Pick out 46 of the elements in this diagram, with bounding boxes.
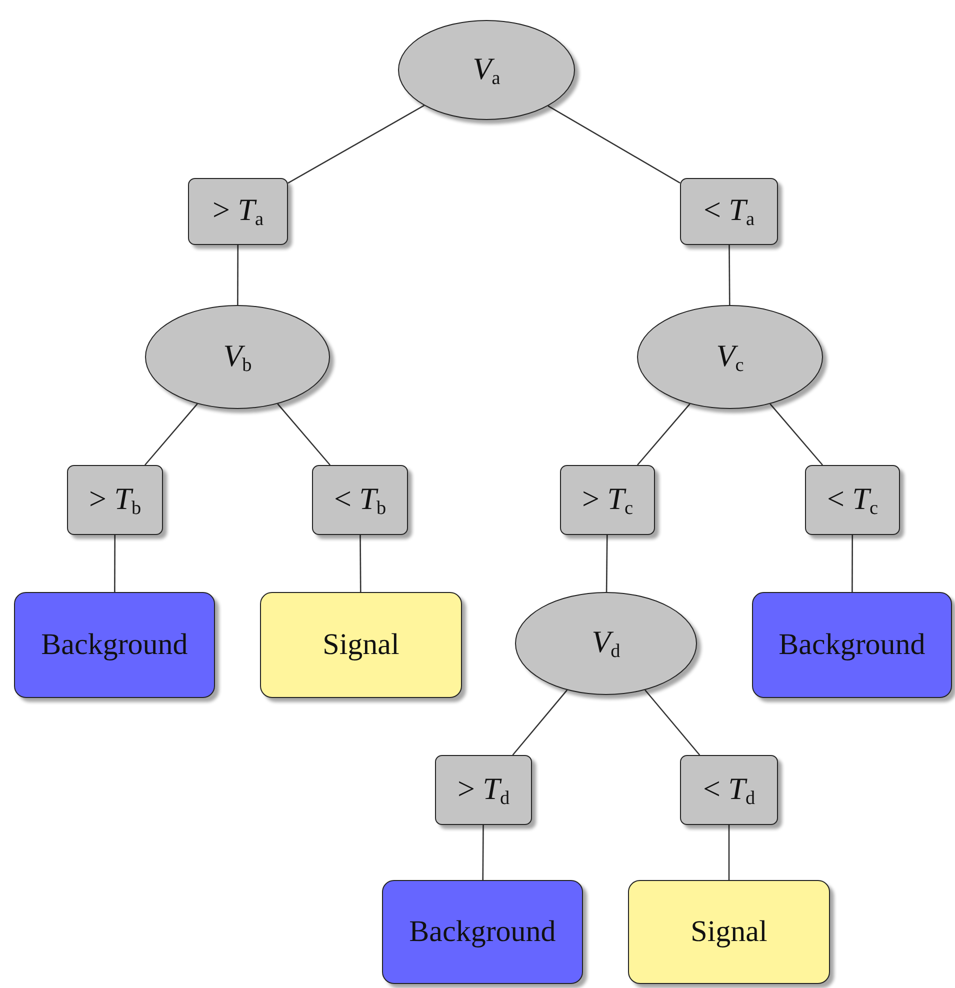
node-label: V$_{b}$ xyxy=(223,338,252,376)
node-label: Signal xyxy=(690,915,768,949)
node-label: < T$_{d}$ xyxy=(702,770,756,810)
node-label: V$_{c}$ xyxy=(716,338,744,376)
threshold-box xyxy=(560,465,655,535)
node-label: > T$_{a}$ xyxy=(212,192,264,231)
node-label: > T$_{d}$ xyxy=(457,770,510,810)
connector-line xyxy=(277,403,330,466)
node-label: > T$_{b}$ xyxy=(88,480,142,520)
threshold-box xyxy=(680,178,778,245)
connector-line xyxy=(637,403,690,466)
node-label: < T$_{a}$ xyxy=(703,192,754,231)
node-label: Background xyxy=(41,628,188,662)
connector-line xyxy=(114,535,116,592)
connector-line xyxy=(728,245,730,305)
connector-line xyxy=(482,825,484,880)
connector-line xyxy=(512,690,568,756)
threshold-box xyxy=(805,465,900,535)
connector-line xyxy=(644,690,700,756)
node-label: > T$_{c}$ xyxy=(582,480,633,520)
node-label: V$_{d}$ xyxy=(592,624,620,663)
class-box xyxy=(752,592,952,698)
connector-line xyxy=(770,403,823,466)
class-box xyxy=(382,880,583,984)
connector-line xyxy=(288,104,424,184)
node-label: < T$_{c}$ xyxy=(826,480,878,520)
connector-line xyxy=(144,403,198,466)
class-box xyxy=(628,880,830,984)
connector-line xyxy=(728,825,730,880)
node-label: < T$_{b}$ xyxy=(334,480,386,520)
connector-line xyxy=(606,535,608,592)
connector-line xyxy=(237,245,239,305)
threshold-box xyxy=(67,465,163,535)
threshold-box xyxy=(435,755,532,825)
node-label: Background xyxy=(778,628,926,662)
threshold-box xyxy=(188,178,288,245)
connector-line xyxy=(852,535,854,592)
connector-line xyxy=(360,535,362,592)
threshold-box xyxy=(680,755,778,825)
connector-line xyxy=(548,105,680,184)
node-label: Signal xyxy=(322,628,400,662)
class-box xyxy=(14,592,215,698)
node-label: V$_{a}$ xyxy=(472,50,500,90)
threshold-box xyxy=(312,465,408,535)
node-label: Background xyxy=(409,915,556,949)
class-box xyxy=(260,592,462,698)
